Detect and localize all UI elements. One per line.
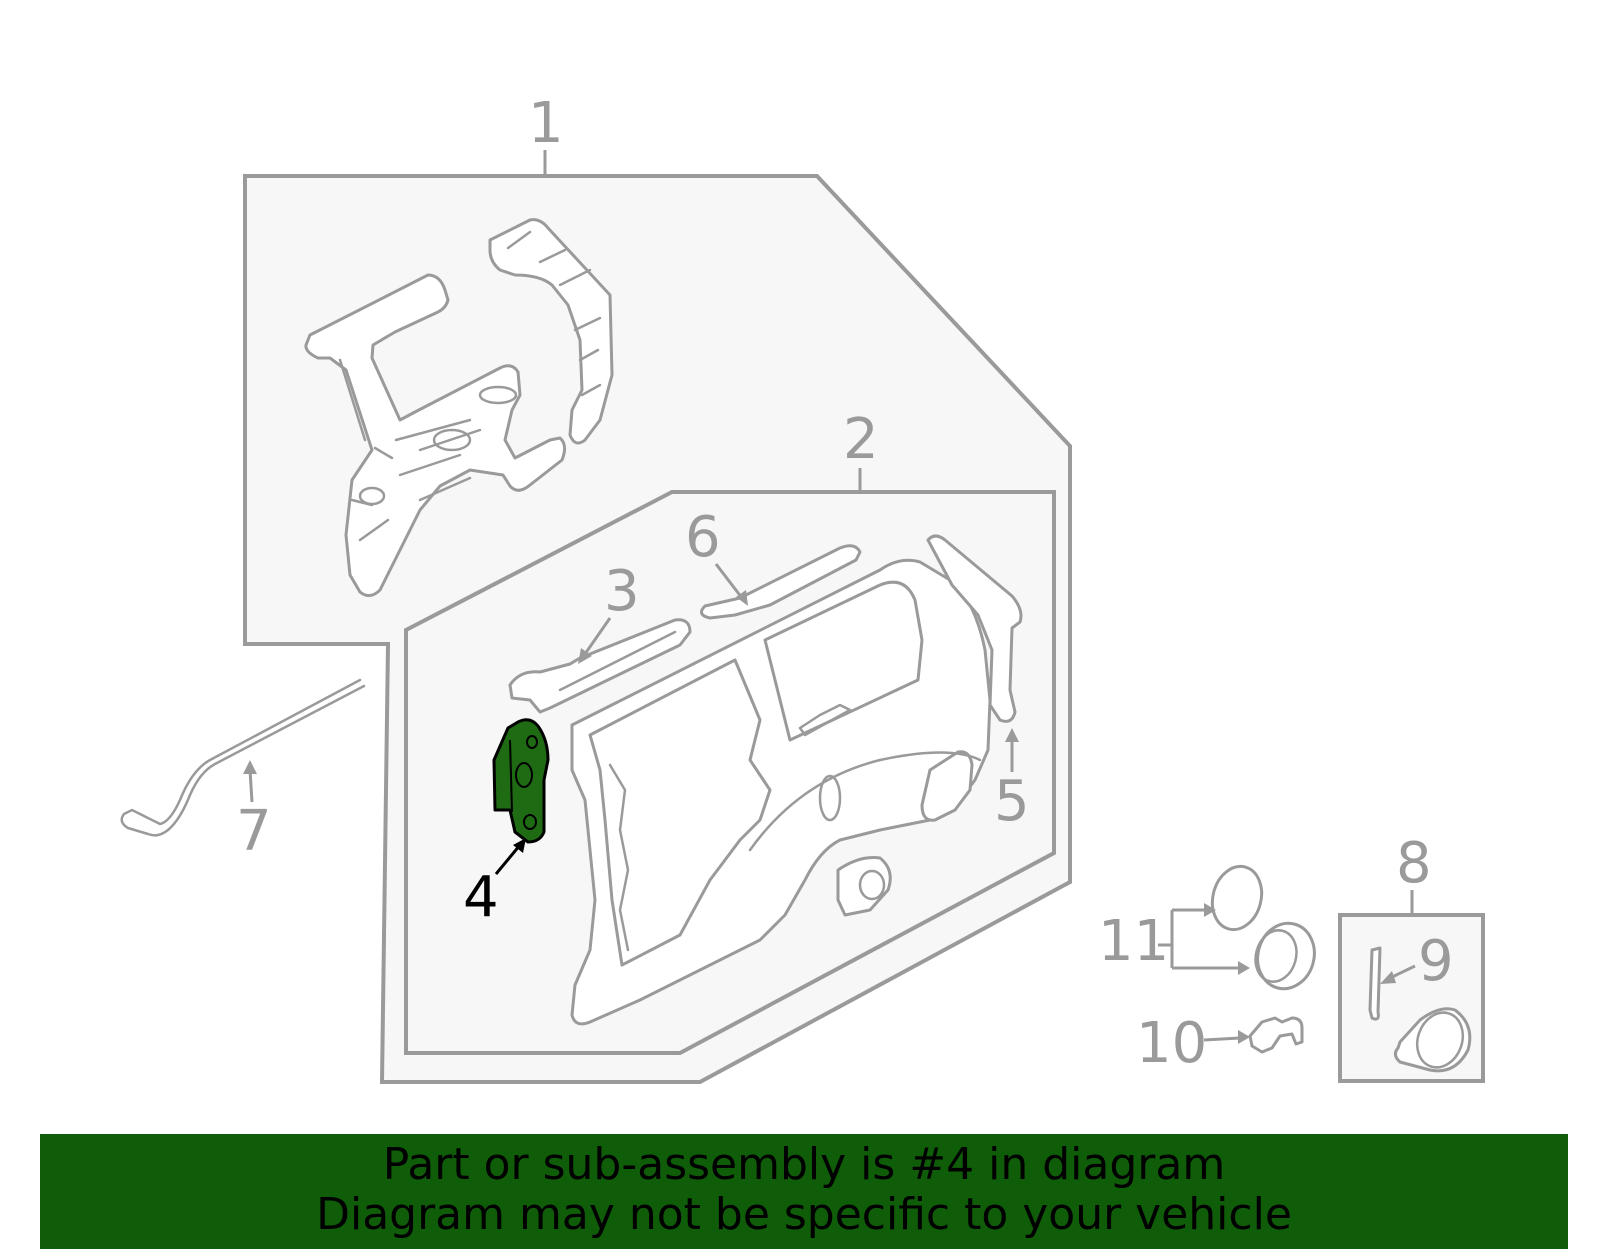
callout-1: 1 — [528, 91, 564, 156]
part-11-fuel-parts — [1210, 864, 1316, 991]
leader-10 — [1203, 1036, 1241, 1042]
callout-5: 5 — [994, 769, 1030, 834]
banner-line-1: Part or sub-assembly is #4 in diagram — [382, 1139, 1226, 1190]
callout-2: 2 — [843, 407, 879, 472]
leader-6 — [714, 563, 744, 599]
part-8-fuel-door — [1368, 946, 1472, 1073]
info-banner: Part or sub-assembly is #4 in diagram Di… — [40, 1134, 1568, 1249]
callout-9: 9 — [1418, 929, 1454, 994]
banner-line-2: Diagram may not be specific to your vehi… — [316, 1189, 1292, 1240]
leader-3 — [583, 617, 612, 655]
callout-8: 8 — [1396, 831, 1432, 896]
callout-11: 11 — [1098, 909, 1169, 974]
part-10-fitting — [1248, 1016, 1304, 1054]
part-5-strip — [926, 534, 1023, 723]
callout-3: 3 — [604, 559, 640, 624]
part-3-rail — [508, 618, 692, 714]
leader-7 — [248, 769, 254, 803]
callout-10: 10 — [1136, 1011, 1207, 1076]
leader-9 — [1389, 964, 1416, 980]
part-1-inner-structure — [304, 218, 614, 597]
parts-diagram: 1 2 3 4 5 6 7 8 9 10 11 — [120, 91, 1485, 1084]
leader-4 — [494, 844, 522, 875]
callout-6: 6 — [685, 505, 721, 570]
part-2-quarter-panel — [570, 558, 992, 1026]
part-4-bracket-highlighted — [492, 718, 550, 844]
callout-4: 4 — [463, 865, 499, 930]
leader-11 — [1158, 908, 1240, 970]
callout-7: 7 — [236, 799, 272, 864]
part-7-cable — [120, 678, 366, 837]
